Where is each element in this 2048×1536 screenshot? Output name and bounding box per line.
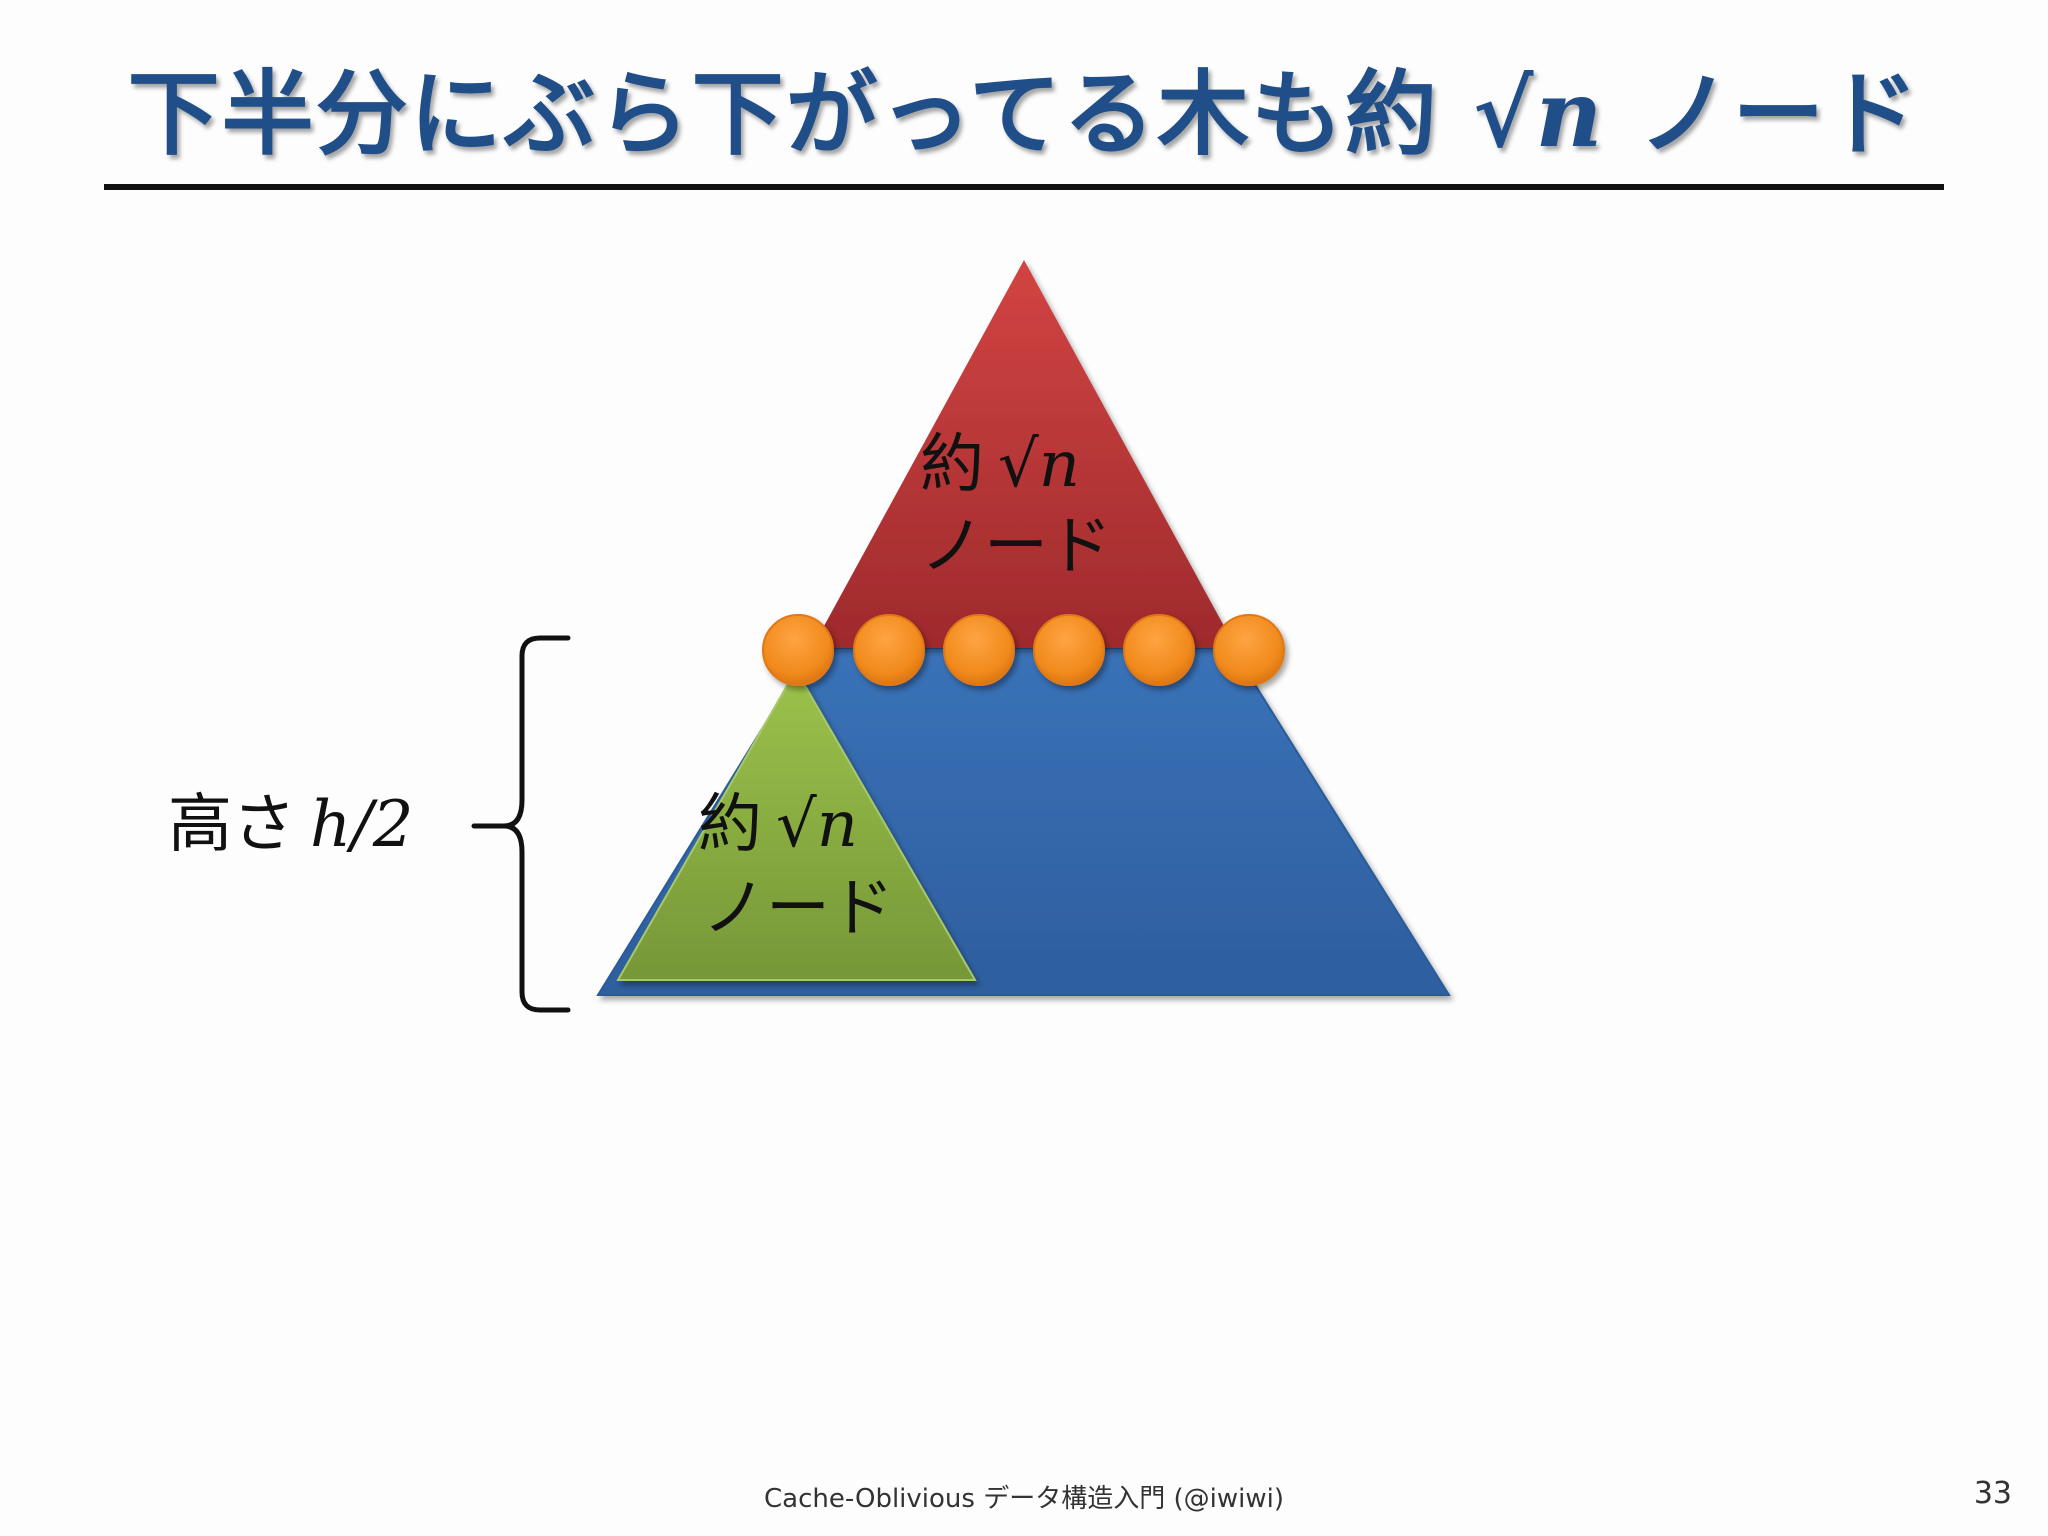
- title-math: √n: [1473, 60, 1605, 168]
- title-suffix: ノード: [1638, 61, 1921, 168]
- subtree-label-line1: 約√n: [698, 788, 858, 862]
- node: [762, 614, 834, 686]
- top-tree-triangle: [812, 260, 1236, 648]
- footer: Cache-Oblivious データ構造入門 (@iwiwi): [764, 1484, 1284, 1514]
- top-triangle-label-line1: 約√n: [920, 428, 1080, 502]
- title-bar: 下半分にぶら下がってる木も約 √n ノード: [0, 40, 2048, 173]
- title-text: 下半分にぶら下がってる木も約: [127, 61, 1439, 168]
- page-number: 33: [1973, 1476, 2012, 1511]
- title-underline: [104, 184, 1944, 190]
- node: [1213, 614, 1285, 686]
- left-brace-icon: [471, 635, 571, 1013]
- top-triangle-label-line2: ノード: [920, 510, 1112, 584]
- node: [853, 614, 925, 686]
- boundary-nodes: [762, 614, 1285, 686]
- subtree-label-line2: ノード: [702, 872, 894, 946]
- slide-title: 下半分にぶら下がってる木も約 √n ノード: [128, 40, 1921, 173]
- node: [1033, 614, 1105, 686]
- node: [943, 614, 1015, 686]
- subtree-triangle: [616, 667, 977, 981]
- node: [1123, 614, 1195, 686]
